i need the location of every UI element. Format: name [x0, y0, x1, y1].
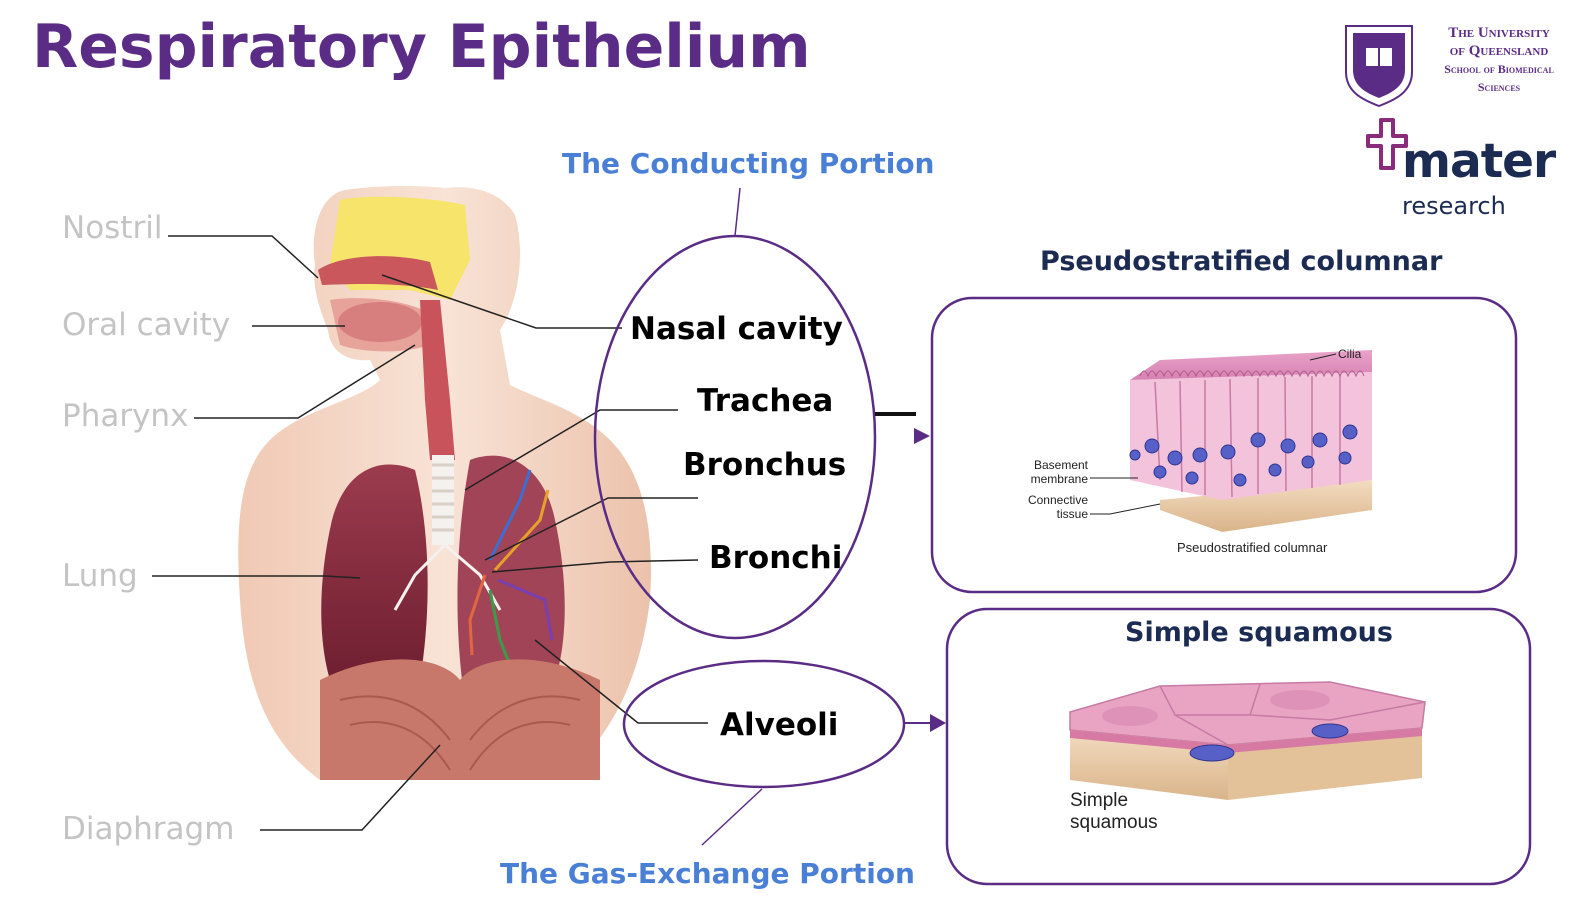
mater-logo-word: mater — [1402, 134, 1556, 189]
label-basement-line-2: membrane — [1030, 472, 1088, 486]
organ-nasal-cavity: Nasal cavity — [630, 311, 843, 347]
label-connective-tissue: Connective tissue — [1010, 493, 1088, 521]
cross-icon — [1366, 118, 1408, 170]
squamous-title: Simple squamous — [1125, 617, 1393, 648]
torso-illustration — [238, 185, 651, 780]
organ-leaders — [381, 274, 708, 724]
label-lung: Lung — [62, 558, 138, 594]
uq-logo-text: The University of Queensland School of B… — [1424, 24, 1574, 96]
arrow-to-pseudostratified — [914, 428, 930, 444]
label-cilia: Cilia — [1338, 347, 1362, 361]
label-basement-membrane: Basement membrane — [1010, 458, 1088, 486]
label-connective-line-2: tissue — [1056, 507, 1088, 521]
squamous-box — [945, 607, 1532, 886]
page-title: Respiratory Epithelium — [32, 12, 811, 82]
label-pharynx: Pharynx — [62, 398, 189, 434]
uq-line-4: Sciences — [1477, 80, 1521, 94]
label-nostril: Nostril — [62, 210, 163, 246]
arrow-to-squamous — [930, 714, 946, 732]
uq-line-3: School of Biomedical — [1444, 62, 1554, 76]
squamous-caption: Simple squamous — [1070, 790, 1158, 834]
squamous-caption-line-2: squamous — [1070, 812, 1158, 833]
squamous-caption-line-1: Simple — [1070, 790, 1129, 811]
label-oral-cavity: Oral cavity — [62, 307, 231, 343]
pseudostratified-title: Pseudostratified columnar — [1040, 246, 1443, 277]
label-diaphragm: Diaphragm — [62, 811, 235, 847]
organ-trachea: Trachea — [697, 383, 834, 419]
uq-line-2: of Queensland — [1449, 43, 1549, 59]
label-basement-line-1: Basement — [1033, 458, 1088, 472]
pseudostratified-illustration — [1090, 350, 1372, 532]
organ-bronchi: Bronchi — [709, 540, 843, 576]
uq-line-1: The University — [1448, 25, 1550, 41]
organ-bronchus: Bronchus — [683, 447, 847, 483]
anatomy-leaders — [152, 235, 441, 831]
label-connective-line-1: Connective — [1027, 493, 1088, 507]
organ-alveoli: Alveoli — [720, 707, 839, 743]
uq-crest-icon — [1345, 25, 1413, 108]
mater-logo-sub: research — [1402, 192, 1506, 220]
gas-exchange-portion-title: The Gas-Exchange Portion — [500, 857, 915, 890]
conducting-portion-title: The Conducting Portion — [562, 147, 935, 180]
pseudostratified-box — [930, 296, 1518, 594]
pseudostratified-caption: Pseudostratified columnar — [1177, 540, 1328, 555]
squamous-illustration — [1069, 681, 1426, 800]
